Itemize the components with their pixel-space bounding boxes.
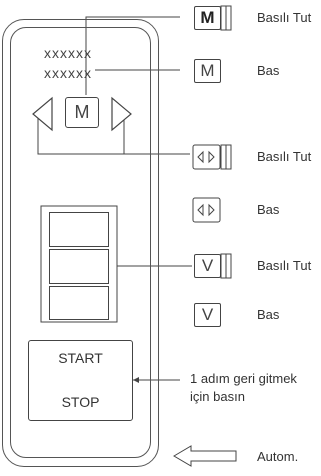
legend-m-press-key: M: [194, 59, 221, 83]
legend-m-hold-key: M: [194, 6, 221, 30]
right-arrow-key-icon: [111, 96, 132, 132]
legend-v-press-key: V: [194, 303, 221, 327]
m-hold-connector: [85, 16, 180, 95]
v-key-bottom[interactable]: [49, 286, 109, 320]
m-key[interactable]: M: [65, 97, 99, 128]
start-label: START: [58, 350, 103, 366]
v-key-middle[interactable]: [49, 249, 109, 284]
legend-arrows-hold-text: Basılı Tut: [257, 149, 312, 164]
stop-label: STOP: [61, 394, 100, 410]
device-inner-frame: [10, 27, 151, 458]
legend-m-press-text: Bas: [257, 63, 280, 78]
startstop-arrowhead: [133, 377, 139, 383]
autom-label: Autom.: [257, 449, 299, 464]
legend-arrows-press-text: Bas: [257, 202, 280, 217]
display-row-1: xxxxxx: [44, 45, 92, 61]
legend-m-hold-text: Basılı Tut: [257, 10, 312, 25]
start-stop-button[interactable]: [28, 340, 133, 421]
left-arrow-key-icon: [32, 96, 53, 132]
arrows-bracket: [37, 118, 125, 155]
startstop-note-line1: 1 adım geri gitmek: [190, 371, 297, 386]
legend-v-hold-key: V: [194, 254, 221, 278]
hollow-left-arrow-icon: [173, 445, 237, 467]
startstop-note-line2: için basın: [190, 389, 245, 404]
v-key-top[interactable]: [49, 212, 109, 247]
legend-v-hold-text: Basılı Tut: [257, 258, 312, 273]
device-outer-frame: [2, 19, 159, 467]
display-row-2: xxxxxx: [44, 65, 92, 81]
legend-v-press-text: Bas: [257, 307, 280, 322]
v-slot-frame: [40, 205, 118, 323]
